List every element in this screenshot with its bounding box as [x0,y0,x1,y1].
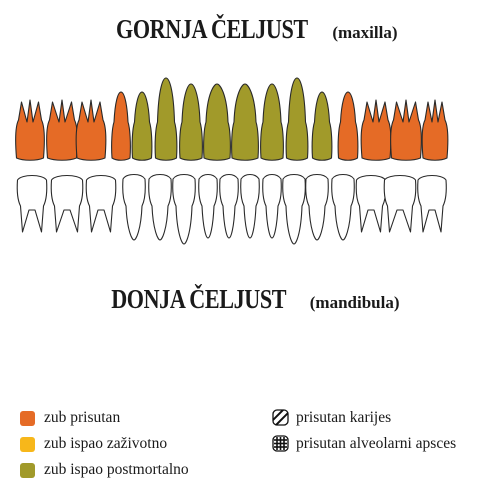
upper-tooth-9 [232,84,259,160]
caries-pattern-icon [272,409,289,426]
lower-tooth-16 [418,176,447,233]
lost-antemortem-swatch [20,437,35,452]
lower-tooth-4 [123,175,146,241]
lower-tooth-11 [283,175,306,245]
legend-label-abscess: prisutan alveolarni apsces [296,434,456,454]
lost-postmortem-swatch [20,463,35,478]
lower-tooth-10 [263,175,282,239]
lower-jaw-title: DONJA ČELJUST [112,284,287,315]
upper-tooth-12 [312,92,332,160]
lower-tooth-12 [306,175,329,241]
upper-tooth-1 [16,100,45,160]
upper-tooth-8 [204,84,231,160]
present-swatch [20,411,35,426]
legend-label-lost-postmortem: zub ispao postmortalno [44,460,189,480]
legend-label-lost-antemortem: zub ispao zaživotno [44,434,167,454]
lower-tooth-9 [241,175,260,239]
upper-tooth-3 [76,100,106,160]
upper-tooth-4 [112,92,131,160]
lower-tooth-5 [149,175,172,241]
lower-tooth-2 [51,176,83,233]
lower-tooth-8 [220,175,239,239]
lower-tooth-1 [17,176,47,233]
lower-tooth-3 [86,176,116,233]
lower-tooth-15 [384,176,416,233]
upper-tooth-11 [286,78,308,160]
lower-tooth-13 [332,175,355,241]
upper-tooth-14 [361,100,391,160]
upper-tooth-5 [132,92,152,160]
upper-tooth-2 [47,100,78,160]
upper-tooth-16 [422,100,448,160]
lower-jaw-subtitle: (mandibula) [310,293,400,312]
legend-label-caries: prisutan karijes [296,408,391,428]
upper-tooth-6 [155,78,177,160]
lower-tooth-14 [356,176,386,233]
lower-tooth-6 [173,175,196,245]
upper-tooth-13 [338,92,358,160]
lower-jaw-heading: DONJA ČELJUST (mandibula) [0,284,492,315]
upper-tooth-10 [261,84,284,160]
upper-teeth-row [16,78,448,160]
legend-label-present: zub prisutan [44,408,120,428]
lower-tooth-7 [199,175,218,239]
upper-tooth-15 [391,100,422,160]
upper-tooth-7 [180,84,203,160]
abscess-pattern-icon [272,435,289,452]
lower-teeth-row [17,175,446,245]
